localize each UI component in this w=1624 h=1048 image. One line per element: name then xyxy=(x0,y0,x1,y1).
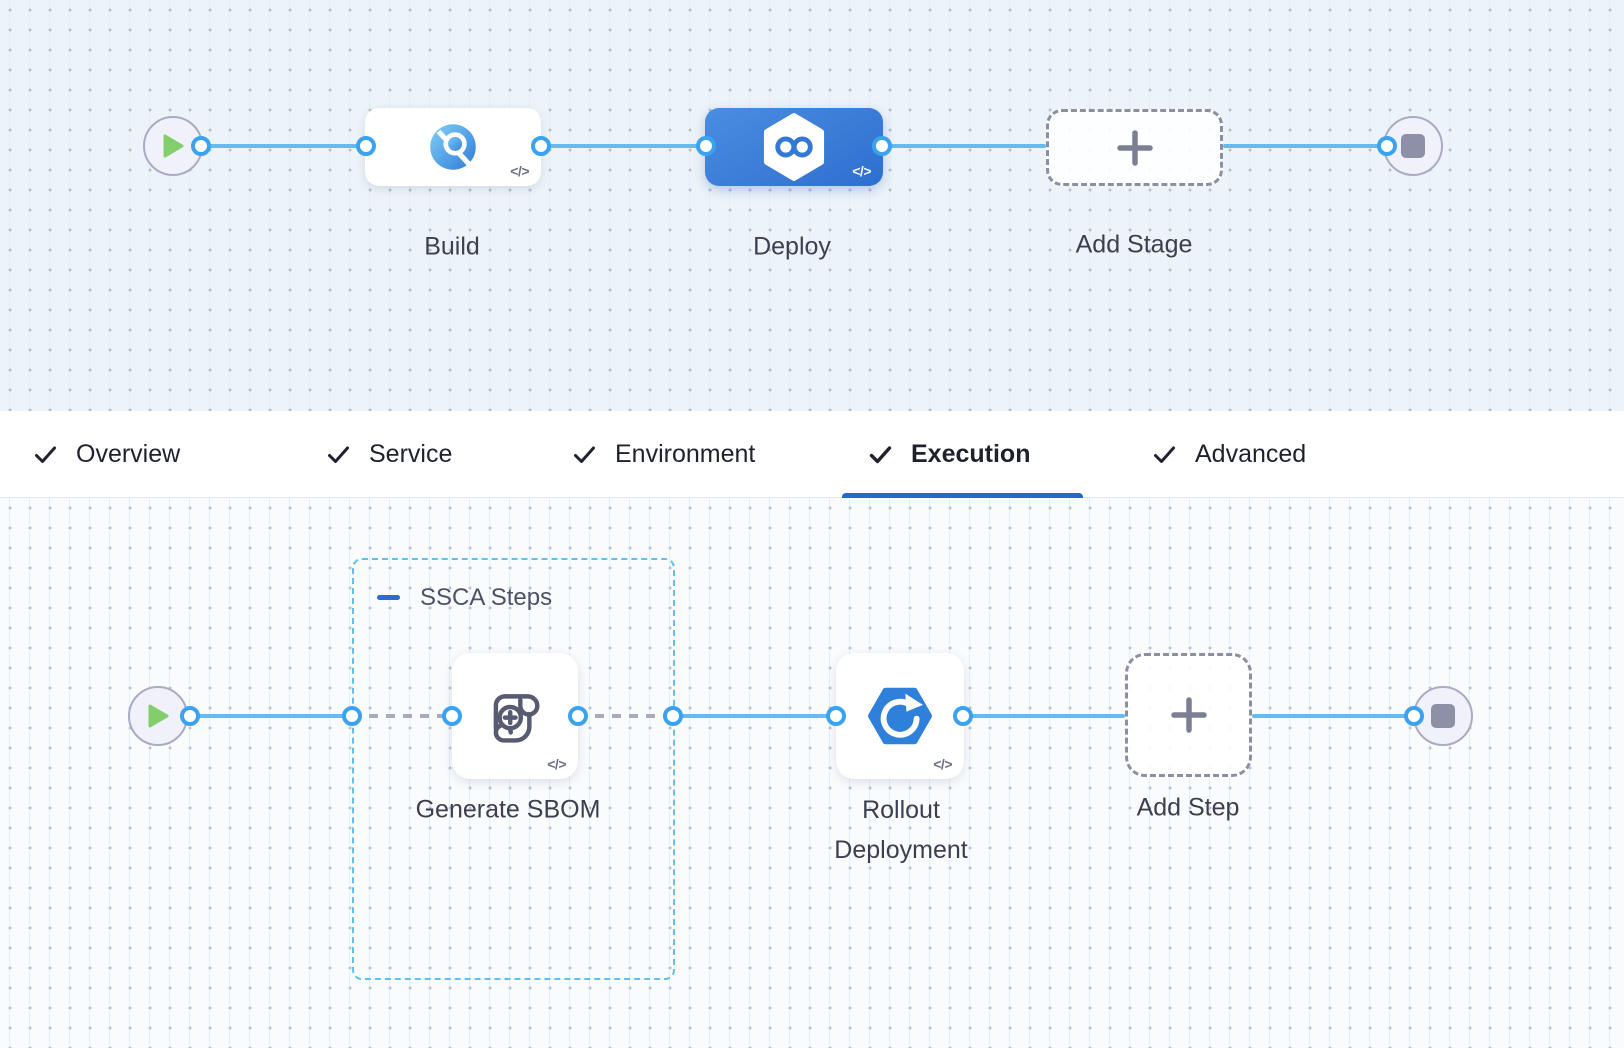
connector-point[interactable] xyxy=(1404,706,1424,726)
add-stage-button[interactable] xyxy=(1046,109,1223,186)
stage-node-build[interactable]: </> xyxy=(365,108,541,186)
connector-point[interactable] xyxy=(342,706,362,726)
tab-label: Advanced xyxy=(1195,439,1307,468)
connector-point[interactable] xyxy=(531,136,551,156)
connector-point[interactable] xyxy=(180,706,200,726)
connector-line-dashed xyxy=(352,714,452,718)
step-yaml-badge[interactable]: </> xyxy=(933,756,952,772)
connector-point[interactable] xyxy=(442,706,462,726)
connector-point[interactable] xyxy=(356,136,376,156)
check-icon xyxy=(1154,446,1175,463)
step-group-label: SSCA Steps xyxy=(420,584,553,611)
execution-start-node xyxy=(128,686,188,746)
connector-line xyxy=(541,144,706,148)
check-icon xyxy=(328,446,349,463)
play-icon xyxy=(163,134,183,158)
connector-line xyxy=(1252,714,1414,718)
check-icon xyxy=(574,446,595,463)
tab-service[interactable]: Service xyxy=(325,411,452,497)
stage-label-build: Build xyxy=(424,232,480,261)
stage-label-add-stage: Add Stage xyxy=(1075,230,1193,259)
step-yaml-badge[interactable]: </> xyxy=(547,756,566,772)
step-label-generate-sbom: Generate SBOM xyxy=(415,795,601,824)
stage-yaml-badge[interactable]: </> xyxy=(852,163,871,179)
collapse-group-icon[interactable] xyxy=(377,595,400,600)
connector-point[interactable] xyxy=(953,706,973,726)
plus-icon xyxy=(1116,129,1153,166)
sbom-scroll-icon xyxy=(493,694,540,743)
stages-canvas[interactable]: </> </> xyxy=(0,0,1624,411)
play-icon xyxy=(148,704,168,728)
stop-icon xyxy=(1401,134,1425,158)
tab-label: Environment xyxy=(615,439,756,468)
connector-line xyxy=(963,714,1125,718)
check-icon xyxy=(35,446,56,463)
check-icon xyxy=(869,445,892,463)
stage-label-deploy: Deploy xyxy=(753,232,831,261)
step-label-rollout-deployment: Rollout Deployment xyxy=(834,796,968,864)
ci-build-icon xyxy=(430,124,476,170)
stage-node-deploy[interactable]: </> xyxy=(705,108,883,186)
tab-label: Execution xyxy=(911,439,1031,468)
connector-point[interactable] xyxy=(191,136,211,156)
connector-line xyxy=(1223,144,1387,148)
connector-line xyxy=(882,144,1046,148)
connector-point[interactable] xyxy=(826,706,846,726)
stop-icon xyxy=(1431,704,1455,728)
tab-environment[interactable]: Environment xyxy=(571,411,755,497)
tab-advanced[interactable]: Advanced xyxy=(1151,411,1306,497)
rollout-deployment-icon xyxy=(868,687,932,745)
step-label-add-step: Add Step xyxy=(1136,793,1240,822)
connector-point[interactable] xyxy=(663,706,683,726)
add-step-button[interactable] xyxy=(1125,653,1252,777)
connector-point[interactable] xyxy=(872,136,892,156)
connector-line xyxy=(673,714,836,718)
tab-label: Overview xyxy=(76,439,181,468)
connector-line xyxy=(190,714,352,718)
stage-config-tabbar: Overview Service Environment Execution A… xyxy=(0,411,1624,498)
execution-canvas[interactable]: SSCA Steps </> xyxy=(0,498,1624,1048)
connector-point[interactable] xyxy=(1377,136,1397,156)
connector-line-dashed xyxy=(578,714,673,718)
plus-icon xyxy=(1170,697,1207,733)
step-group-ssca: SSCA Steps xyxy=(352,558,675,980)
stage-yaml-badge[interactable]: </> xyxy=(510,163,529,179)
active-tab-underline xyxy=(842,493,1083,498)
step-node-generate-sbom[interactable]: </> xyxy=(452,653,578,779)
connector-point[interactable] xyxy=(568,706,588,726)
tab-label: Service xyxy=(369,439,453,468)
connector-point[interactable] xyxy=(696,136,716,156)
cd-deploy-icon xyxy=(763,113,825,181)
tab-execution[interactable]: Execution xyxy=(867,411,1030,497)
step-node-rollout-deployment[interactable]: </> xyxy=(836,653,964,779)
tab-overview[interactable]: Overview xyxy=(32,411,180,497)
connector-line xyxy=(201,144,366,148)
